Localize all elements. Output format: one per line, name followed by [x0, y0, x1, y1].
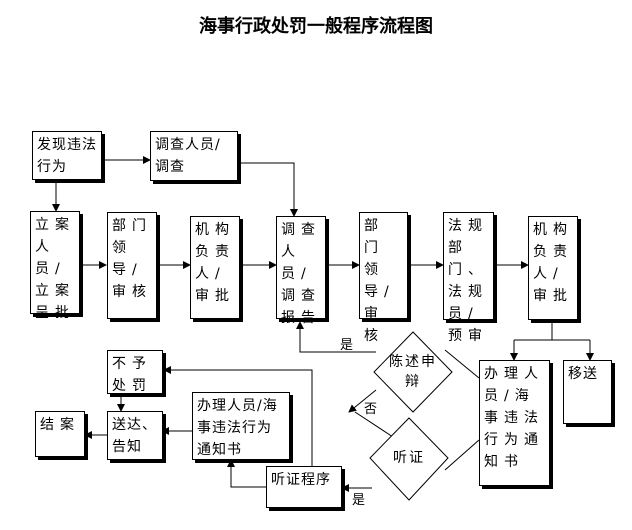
node-dept-review-2: 部门领导/审核	[359, 212, 408, 344]
node-transfer: 移送	[563, 360, 612, 424]
page-title: 海事行政处罚一般程序流程图	[199, 16, 433, 37]
node-investigator-top: 调查人员/调查	[150, 131, 238, 181]
node-dept-review-2-label: 部门领导/审核	[364, 218, 395, 344]
node-decision-label: 办理人员/海事违法行为通知书	[197, 398, 278, 458]
edge-label-no: 否	[364, 402, 378, 417]
node-org-approve-2-label: 机构负责人/审批	[533, 222, 573, 304]
node-decision: 办理人员/海事违法行为通知书	[192, 392, 290, 460]
node-discover-label: 发现违法行为	[37, 137, 97, 175]
node-legal-review: 法规部门、法规员/预审	[443, 212, 494, 344]
node-org-approve-1-label: 机构负责人/审批	[195, 222, 235, 304]
edge-label-yes-1: 是	[340, 338, 354, 353]
node-investigator-top-label: 调查人员/调查	[155, 137, 221, 175]
decision-hearing: 听证	[385, 448, 433, 468]
node-close-label: 结案	[40, 417, 80, 433]
node-hearing-proc: 听证程序	[266, 466, 342, 508]
node-org-approve-1: 机构负责人/审批	[190, 216, 240, 319]
node-dept-review-1-label: 部门领导/审核	[112, 218, 152, 300]
decision-statement-label: 陈述申辩	[389, 354, 437, 390]
node-investigation-report-label: 调查人员/调查报告	[281, 222, 321, 326]
decision-statement: 陈述申辩	[387, 352, 439, 392]
node-dept-review-1: 部门领导/审核	[107, 212, 157, 319]
node-filing-label: 立案人员/立案呈批	[35, 217, 75, 321]
node-transfer-label: 移送	[568, 366, 598, 382]
node-close: 结案	[35, 411, 85, 457]
node-deliver: 送达、告知	[107, 411, 163, 460]
node-investigation-report: 调查人员/调查报告	[276, 216, 326, 326]
node-filing: 立案人员/立案呈批	[30, 211, 80, 321]
node-org-approve-2: 机构负责人/审批	[528, 216, 578, 320]
node-no-penalty: 不予处罚	[107, 350, 163, 394]
node-hearing-proc-label: 听证程序	[271, 472, 331, 488]
node-deliver-label: 送达、告知	[112, 417, 157, 455]
node-notice-label: 办理人员/海事违法行为通知书	[484, 366, 544, 470]
decision-hearing-label: 听证	[393, 450, 425, 466]
node-legal-review-label: 法规部门、法规员/预审	[448, 218, 488, 344]
node-notice: 办理人员/海事违法行为通知书	[479, 360, 550, 486]
edge-label-yes-2: 是	[352, 493, 366, 508]
node-no-penalty-label: 不予处罚	[112, 356, 152, 394]
node-discover: 发现违法行为	[32, 131, 102, 180]
